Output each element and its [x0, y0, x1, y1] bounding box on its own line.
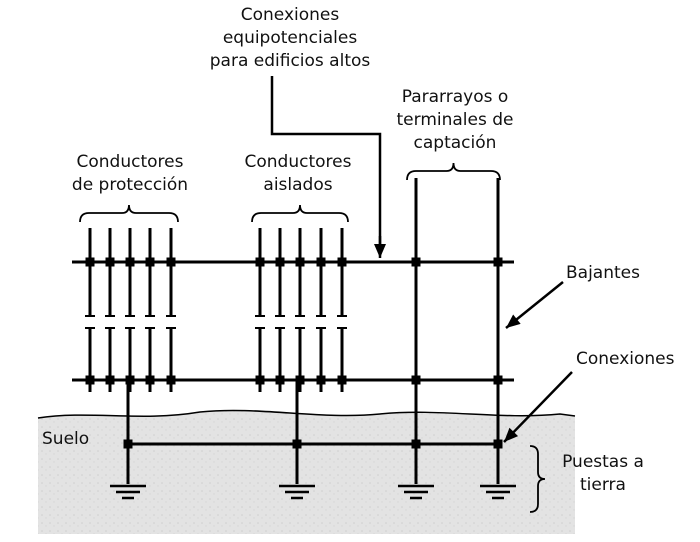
protection-conductor-2-lower-node — [105, 375, 115, 385]
insulated-conductors-brace — [251, 204, 349, 223]
down-conductor-2-upper-node — [493, 257, 503, 267]
soil-area — [38, 410, 575, 534]
connections-label: Conexiones — [576, 349, 675, 369]
protection-conductors-label: Conductores de protección — [71, 152, 189, 195]
insulated-conductor-1-upper-node — [255, 257, 265, 267]
insulated-conductor-4-upper-node — [316, 257, 326, 267]
grounding-label: Puestas a tierra — [562, 452, 644, 495]
connections-arrow-head — [504, 427, 519, 442]
ground-surface-line — [37, 409, 576, 419]
down-conductor-1-upper-node — [411, 257, 421, 267]
earth-electrode-1-node — [123, 439, 133, 449]
insulated-conductor-2-lower-node — [275, 375, 285, 385]
connections-arrow — [503, 371, 573, 443]
protection-conductor-4-lower-node — [145, 375, 155, 385]
protection-conductor-5-lower-node — [166, 375, 176, 385]
lightning-rods-label: Pararrayos o terminales de captación — [396, 87, 514, 153]
down-conductor-1-lower-node — [411, 375, 421, 385]
insulated-conductor-1-lower-node — [255, 375, 265, 385]
soil-label: Suelo — [42, 429, 90, 449]
grounding-brace — [529, 445, 546, 513]
protection-conductor-2-upper-node — [105, 257, 115, 267]
insulated-conductors-label: Conductores aislados — [244, 152, 352, 195]
protection-conductor-4-upper-node — [145, 257, 155, 267]
insulated-conductor-5-upper-node — [337, 257, 347, 267]
down-conductor-2-ground-node — [493, 439, 503, 449]
down-conductor-1-ground-node — [411, 439, 421, 449]
insulated-conductor-5-lower-node — [337, 375, 347, 385]
protection-conductor-3-upper-node — [125, 257, 135, 267]
lightning-rods-brace — [406, 162, 501, 181]
protection-conductor-3-lower-node — [125, 375, 135, 385]
insulated-conductor-2-upper-node — [275, 257, 285, 267]
insulated-conductor-3-upper-node — [295, 257, 305, 267]
equipotential-pointer-line — [270, 76, 382, 250]
downconductors-label: Bajantes — [566, 263, 640, 283]
insulated-conductor-4-lower-node — [316, 375, 326, 385]
protection-conductor-1-upper-node — [85, 257, 95, 267]
protection-conductor-1-lower-node — [85, 375, 95, 385]
protection-conductor-5-upper-node — [166, 257, 176, 267]
downconductors-arrow-head — [506, 314, 521, 328]
down-conductor-2-lower-node — [493, 375, 503, 385]
insulated-conductor-3-lower-node — [295, 375, 305, 385]
earth-electrode-2-node — [292, 439, 302, 449]
equipotential-connections-label: Conexiones equipotenciales para edificio… — [209, 5, 371, 71]
protection-conductors-brace — [79, 204, 179, 223]
equipotential-pointer-arrow-head — [374, 244, 386, 258]
